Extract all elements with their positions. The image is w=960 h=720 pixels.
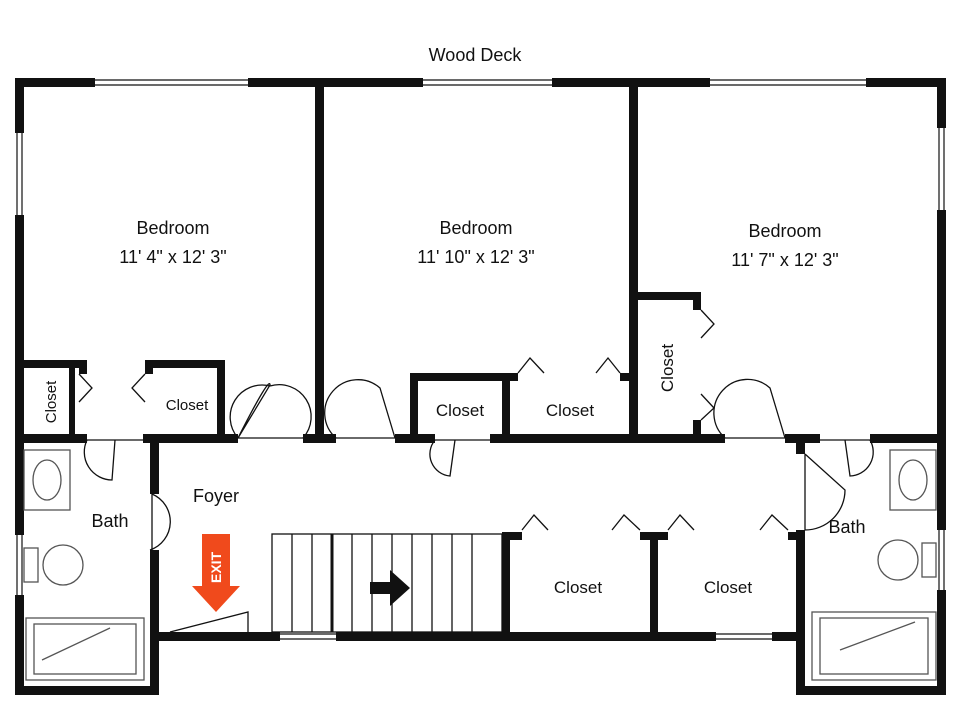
exit-label: EXIT — [208, 551, 224, 583]
sink-icon — [23, 449, 71, 511]
stair-direction-arrow-icon — [370, 570, 410, 606]
bedroom-right-dims: 11' 7" x 12' 3" — [731, 250, 838, 270]
closet-right-vertical-label: Closet — [658, 344, 677, 392]
stairs — [271, 533, 503, 633]
closet-hall-a-label: Closet — [554, 578, 602, 597]
exit-arrow-icon — [192, 586, 240, 612]
closet-hall-b-label: Closet — [704, 578, 752, 597]
exit-sign: EXIT — [192, 534, 240, 612]
bedroom-center-name: Bedroom — [439, 218, 512, 238]
bath-left-label: Bath — [91, 511, 128, 531]
closet-center-a-label: Closet — [436, 401, 484, 420]
shower-icon — [811, 611, 937, 681]
closet-left-vertical-label: Closet — [43, 380, 60, 423]
closet-left-small-label: Closet — [166, 397, 209, 414]
bedroom-left-dims: 11' 4" x 12' 3" — [119, 247, 226, 267]
toilet-icon — [42, 544, 84, 586]
closet-center-b-label: Closet — [546, 401, 594, 420]
doors — [78, 309, 874, 633]
bedroom-left-name: Bedroom — [136, 218, 209, 238]
bedroom-center-dims: 11' 10" x 12' 3" — [417, 247, 534, 267]
bath-right-label: Bath — [828, 517, 865, 537]
foyer-label: Foyer — [193, 486, 239, 506]
walls — [15, 78, 946, 695]
sink-icon — [889, 449, 937, 511]
windows — [16, 79, 945, 640]
bath-fixtures — [23, 449, 937, 681]
bedroom-right-name: Bedroom — [748, 221, 821, 241]
deck-label: Wood Deck — [429, 45, 523, 65]
toilet-icon — [877, 539, 919, 581]
shower-icon — [25, 617, 145, 681]
